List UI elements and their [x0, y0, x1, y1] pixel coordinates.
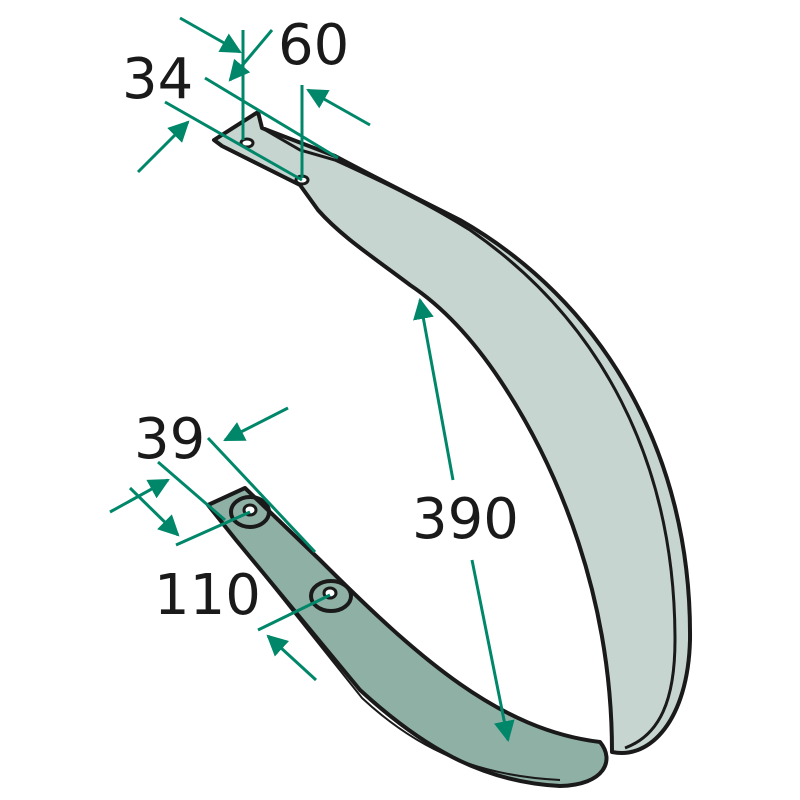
arrow-39-right — [223, 406, 289, 442]
ext-line — [164, 100, 303, 182]
dimension-34: 34 — [122, 47, 193, 112]
arrow-34-bottom — [136, 120, 190, 174]
arrow-390-top — [413, 297, 455, 481]
hole-bottom-2-ring — [309, 579, 353, 613]
arrow-110-top — [128, 486, 180, 537]
arrow-60-right — [306, 88, 371, 127]
ext-line — [204, 76, 339, 160]
tine-outer-band — [212, 110, 693, 755]
dimension-39: 39 — [134, 407, 205, 472]
arrow-60-left — [179, 16, 242, 54]
mounting-holes — [229, 137, 353, 613]
tine-edge-line — [213, 511, 561, 781]
arrow-34-top — [228, 29, 274, 82]
arrow-390-bottom — [470, 559, 515, 743]
ext-line — [175, 510, 251, 547]
hole-bottom-1-ring — [229, 495, 271, 529]
tine-inner-edge — [261, 126, 677, 750]
dimension-110: 110 — [154, 563, 261, 628]
tine-dark-face — [206, 486, 609, 788]
dimension-lines — [109, 16, 515, 743]
arrow-110-bottom — [266, 634, 318, 682]
ext-line — [157, 460, 226, 522]
ext-line — [206, 436, 317, 554]
ext-line — [257, 593, 331, 632]
dimension-60: 60 — [278, 13, 349, 78]
dimension-390: 390 — [412, 487, 519, 552]
tine-body — [206, 110, 693, 788]
